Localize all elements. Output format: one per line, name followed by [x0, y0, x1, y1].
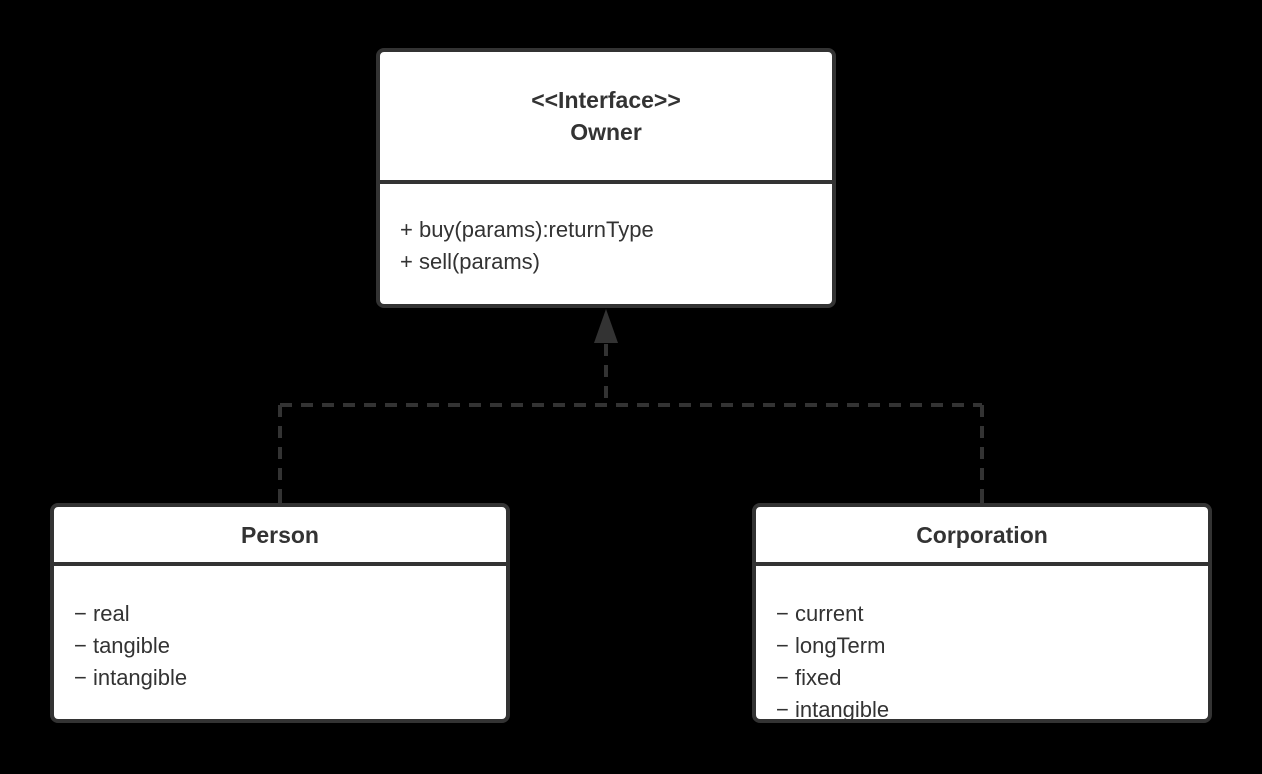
member-row: − tangible	[74, 633, 171, 658]
uml-node-corporation: Corporation − current − longTerm − fixed…	[752, 503, 1212, 723]
realization-arrowhead-icon	[594, 309, 618, 343]
uml-node-person-header: Person	[54, 507, 506, 566]
member-row: − real	[74, 601, 130, 626]
uml-node-corporation-members: − current − longTerm − fixed − intangibl…	[756, 566, 1208, 722]
uml-node-person-members: − real − tangible − intangible	[54, 566, 506, 694]
member-row: − longTerm	[776, 633, 886, 658]
member-row: − intangible	[776, 697, 890, 722]
uml-node-owner: <<Interface>> Owner + buy(params):return…	[376, 48, 836, 308]
person-title: Person	[241, 521, 319, 548]
uml-node-owner-header: <<Interface>> Owner	[380, 52, 832, 184]
owner-stereotype: <<Interface>>	[531, 87, 681, 113]
uml-node-corporation-header: Corporation	[756, 507, 1208, 566]
member-row: − fixed	[776, 665, 842, 690]
member-row: + buy(params):returnType	[400, 217, 654, 242]
uml-node-person: Person − real − tangible − intangible	[50, 503, 510, 723]
member-row: − current	[776, 601, 864, 626]
member-row: − intangible	[74, 665, 188, 690]
uml-node-owner-members: + buy(params):returnType + sell(params)	[380, 184, 832, 278]
corporation-title: Corporation	[916, 521, 1048, 548]
owner-title: Owner	[570, 119, 642, 145]
member-row: + sell(params)	[400, 249, 540, 274]
